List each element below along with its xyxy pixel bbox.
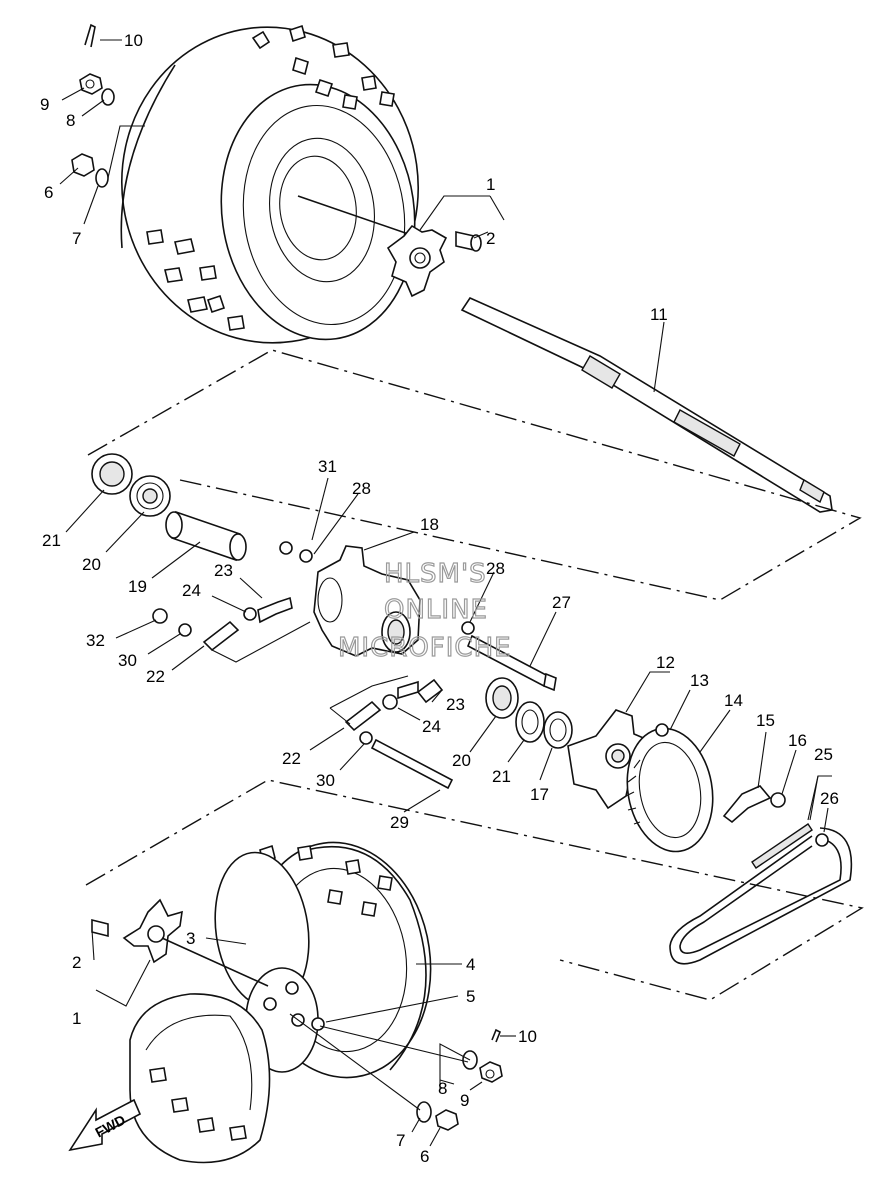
callout-13: 13 bbox=[690, 671, 709, 690]
callout-12: 12 bbox=[656, 653, 675, 672]
callout-8-bottom: 8 bbox=[438, 1079, 447, 1098]
callout-23-right: 23 bbox=[446, 695, 465, 714]
callout-16: 16 bbox=[788, 731, 807, 750]
rear-axle bbox=[460, 296, 833, 513]
callout-26: 26 bbox=[820, 789, 839, 808]
callout-2-top: 2 bbox=[486, 229, 495, 248]
left-bearings bbox=[91, 453, 171, 517]
bottom-hub bbox=[91, 898, 183, 964]
callout-3: 3 bbox=[186, 929, 195, 948]
callout-30-right: 30 bbox=[316, 771, 335, 790]
callout-4: 4 bbox=[466, 955, 475, 974]
drive-sprocket bbox=[625, 723, 714, 853]
top-hub bbox=[386, 224, 482, 298]
right-bearings bbox=[485, 677, 573, 749]
callout-10-bottom: 10 bbox=[518, 1027, 537, 1046]
callout-30-left: 30 bbox=[118, 651, 137, 670]
chain-guide bbox=[722, 785, 786, 824]
callout-18: 18 bbox=[420, 515, 439, 534]
callout-25: 25 bbox=[814, 745, 833, 764]
top-wheel-tire bbox=[120, 24, 420, 344]
drive-chain bbox=[669, 823, 853, 965]
callout-22-right: 22 bbox=[282, 749, 301, 768]
watermark: HLSM'S ONLINE MICROFICHE bbox=[337, 558, 512, 663]
adjuster-right bbox=[344, 678, 454, 790]
callout-5: 5 bbox=[466, 987, 475, 1006]
spacer-tube bbox=[165, 510, 247, 562]
leader-lines bbox=[59, 39, 832, 1147]
callout-20-left: 20 bbox=[82, 555, 101, 574]
callout-11: 11 bbox=[650, 305, 668, 324]
callout-6-top: 6 bbox=[44, 183, 53, 202]
callout-7-bottom: 7 bbox=[396, 1131, 405, 1150]
callout-7-top: 7 bbox=[72, 229, 81, 248]
bottom-fasteners bbox=[311, 1017, 503, 1131]
callout-24-right: 24 bbox=[422, 717, 441, 736]
fwd-arrow-icon: FWD bbox=[68, 1098, 142, 1152]
top-fasteners bbox=[71, 23, 115, 188]
callout-27: 27 bbox=[552, 593, 571, 612]
callout-28-lower: 28 bbox=[486, 559, 505, 578]
bottom-wheel-tire-left bbox=[129, 993, 271, 1164]
callout-1-top: 1 bbox=[486, 175, 495, 194]
callout-8-top: 8 bbox=[66, 111, 75, 130]
watermark-line-1: HLSM'S bbox=[384, 559, 487, 589]
callout-20-right: 20 bbox=[452, 751, 471, 770]
callout-6-bottom: 6 bbox=[420, 1147, 429, 1166]
callout-28-upper: 28 bbox=[352, 479, 371, 498]
callout-21-right: 21 bbox=[492, 767, 511, 786]
callout-23-left: 23 bbox=[214, 561, 233, 580]
watermark-line-2: ONLINE bbox=[384, 595, 488, 625]
callout-17: 17 bbox=[530, 785, 549, 804]
callout-21-left: 21 bbox=[42, 531, 61, 550]
callout-29: 29 bbox=[390, 813, 409, 832]
callout-22-left: 22 bbox=[146, 667, 165, 686]
callout-24-left: 24 bbox=[182, 581, 201, 600]
axle-housing bbox=[279, 541, 475, 657]
watermark-line-3: MICROFICHE bbox=[338, 633, 512, 663]
bolt-27 bbox=[466, 634, 557, 692]
callout-19: 19 bbox=[128, 577, 147, 596]
callout-14: 14 bbox=[724, 691, 743, 710]
callout-31: 31 bbox=[318, 457, 337, 476]
callout-9-bottom: 9 bbox=[460, 1091, 469, 1110]
adjuster-left bbox=[152, 596, 293, 652]
callout-labels: 10 9 8 6 7 1 2 11 31 28 18 28 21 20 19 2… bbox=[40, 31, 839, 1166]
callout-32: 32 bbox=[86, 631, 105, 650]
callout-15: 15 bbox=[756, 711, 775, 730]
callout-1-bottom: 1 bbox=[72, 1009, 81, 1028]
callout-10-top: 10 bbox=[124, 31, 143, 50]
callout-2-bottom: 2 bbox=[72, 953, 81, 972]
callout-9-top: 9 bbox=[40, 95, 49, 114]
